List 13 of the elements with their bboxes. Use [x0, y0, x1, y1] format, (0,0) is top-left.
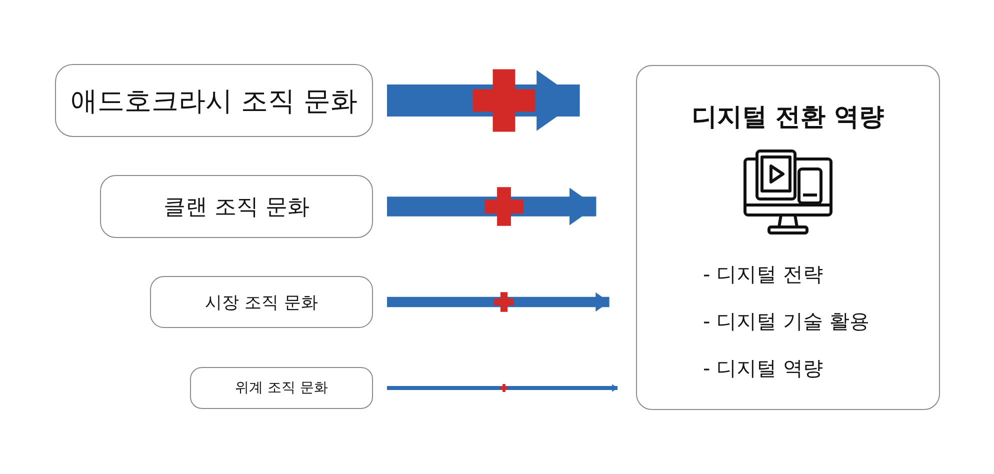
arrow: [387, 188, 596, 226]
culture-box: 애드호크라시 조직 문화: [55, 64, 373, 137]
culture-box: 클랜 조직 문화: [100, 175, 373, 238]
culture-box: 시장 조직 문화: [150, 276, 373, 328]
arrow: [387, 384, 618, 392]
culture-box: 위계 조직 문화: [190, 367, 373, 409]
list-item: - 디지털 역량: [703, 355, 823, 382]
list-item: - 디지털 전략: [703, 261, 823, 288]
list-item: - 디지털 기술 활용: [703, 308, 870, 335]
result-panel: [636, 65, 940, 410]
arrow: [387, 70, 580, 131]
arrow: [387, 292, 610, 312]
panel-title: 디지털 전환 역량: [692, 101, 884, 133]
